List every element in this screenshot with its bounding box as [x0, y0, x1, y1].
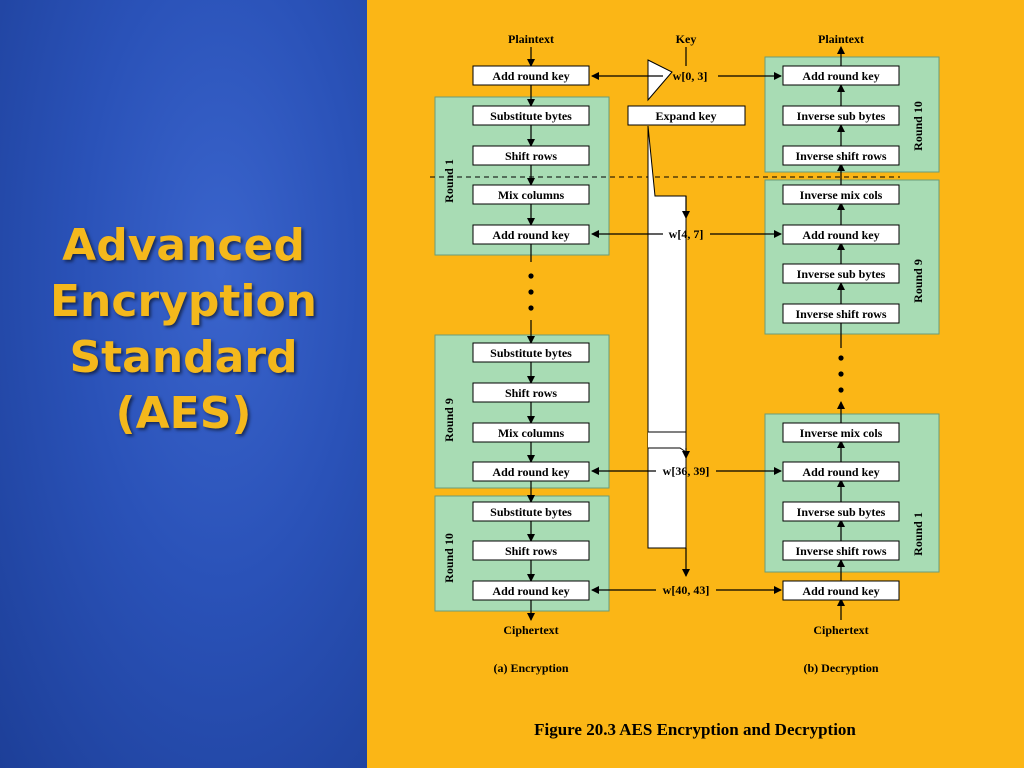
decryption-column: Add round key Inverse sub bytes Inverse …: [782, 32, 925, 675]
key-expansion-ribbon: [647, 59, 687, 549]
dec-step-label: Inverse mix cols: [800, 426, 883, 440]
dec-step-box: [782, 65, 900, 86]
dec-step-box: [782, 461, 900, 482]
dec-caption: (b) Decryption: [804, 661, 879, 675]
dec-round-label: Round 1: [911, 512, 925, 556]
ellipsis-dot: [528, 273, 534, 279]
enc-step-label: Mix columns: [498, 188, 565, 202]
dec-step-box: [782, 540, 900, 561]
enc-step-label: Substitute bytes: [490, 346, 572, 360]
dec-step-box: [782, 105, 900, 126]
enc-step-label: Add round key: [492, 584, 569, 598]
enc-round-label: Round 10: [442, 533, 456, 583]
enc-step-label: Add round key: [492, 228, 569, 242]
enc-step-box: [472, 461, 590, 482]
ellipsis-dot: [838, 387, 844, 393]
enc-step-box: [472, 224, 590, 245]
round-key-label: w[4, 7]: [669, 227, 704, 241]
enc-round-label: Round 1: [442, 159, 456, 203]
key-label: Key: [676, 32, 697, 46]
key-column: Key Expand key w[0, 3] w[4, 7] w[36, 39]…: [627, 32, 746, 597]
dec-round-label: Round 9: [911, 259, 925, 303]
title-line: Encryption: [49, 276, 317, 327]
enc-step-label: Shift rows: [505, 386, 557, 400]
enc-step-label: Add round key: [492, 465, 569, 479]
figure-caption: Figure 20.3 AES Encryption and Decryptio…: [534, 720, 856, 739]
ellipsis-dot: [838, 355, 844, 361]
round-key-label: w[0, 3]: [673, 69, 708, 83]
title-line: Advanced: [62, 220, 305, 271]
diagram-panel: Add round key Substitute bytes Shift row…: [367, 0, 1024, 768]
enc-caption: (a) Encryption: [494, 661, 569, 675]
dec-step-label: Inverse mix cols: [800, 188, 883, 202]
enc-step-label: Mix columns: [498, 426, 565, 440]
enc-step-box: [472, 342, 590, 363]
round-key-label: w[36, 39]: [663, 464, 710, 478]
encryption-column: Add round key Substitute bytes Shift row…: [442, 32, 590, 675]
round-key-label: w[40, 43]: [663, 583, 710, 597]
dec-initial-add-round-key: Add round key: [802, 584, 879, 598]
enc-step-box: [472, 65, 590, 86]
dec-output-label: Plaintext: [818, 32, 864, 46]
slide-title: Advanced Encryption Standard (AES): [0, 218, 367, 442]
dec-step-label: Inverse shift rows: [795, 149, 886, 163]
dec-step-box: [782, 224, 900, 245]
enc-step-box: [472, 540, 590, 561]
enc-step-label: Substitute bytes: [490, 109, 572, 123]
enc-output-label: Ciphertext: [503, 623, 558, 637]
enc-step-box: [472, 382, 590, 403]
title-panel: Advanced Encryption Standard (AES): [0, 0, 367, 768]
ellipsis-dot: [838, 371, 844, 377]
enc-step-box: [472, 105, 590, 126]
dec-step-label: Inverse sub bytes: [797, 505, 886, 519]
enc-step-box: [472, 501, 590, 522]
dec-step-box: [782, 501, 900, 522]
dec-step-label: Inverse shift rows: [795, 544, 886, 558]
enc-round-label: Round 9: [442, 398, 456, 442]
expand-key-box: [627, 105, 746, 126]
title-line: Standard: [69, 332, 298, 383]
enc-input-label: Plaintext: [508, 32, 554, 46]
enc-step-box: [472, 422, 590, 443]
dec-step-label: Inverse shift rows: [795, 307, 886, 321]
ellipsis-dot: [528, 305, 534, 311]
dec-step-box: [782, 422, 900, 443]
dec-step-label: Add round key: [802, 465, 879, 479]
enc-step-label: Substitute bytes: [490, 505, 572, 519]
dec-step-label: Add round key: [802, 69, 879, 83]
dec-step-label: Add round key: [802, 228, 879, 242]
ellipsis-dot: [528, 289, 534, 295]
enc-initial-add-round-key: Add round key: [492, 69, 569, 83]
aes-diagram: Add round key Substitute bytes Shift row…: [430, 32, 940, 739]
enc-step-label: Shift rows: [505, 544, 557, 558]
dec-step-box: [782, 303, 900, 324]
expand-key-label: Expand key: [655, 109, 716, 123]
dec-input-label: Ciphertext: [813, 623, 868, 637]
dec-step-label: Inverse sub bytes: [797, 267, 886, 281]
dec-step-label: Inverse sub bytes: [797, 109, 886, 123]
dec-step-box: [782, 145, 900, 166]
enc-step-box: [472, 184, 590, 205]
enc-step-box: [472, 580, 590, 601]
dec-step-box: [782, 580, 900, 601]
dec-round-label: Round 10: [911, 101, 925, 151]
title-line: (AES): [115, 388, 252, 439]
enc-step-label: Shift rows: [505, 149, 557, 163]
enc-step-box: [472, 145, 590, 166]
dec-step-box: [782, 263, 900, 284]
dec-step-box: [782, 184, 900, 205]
